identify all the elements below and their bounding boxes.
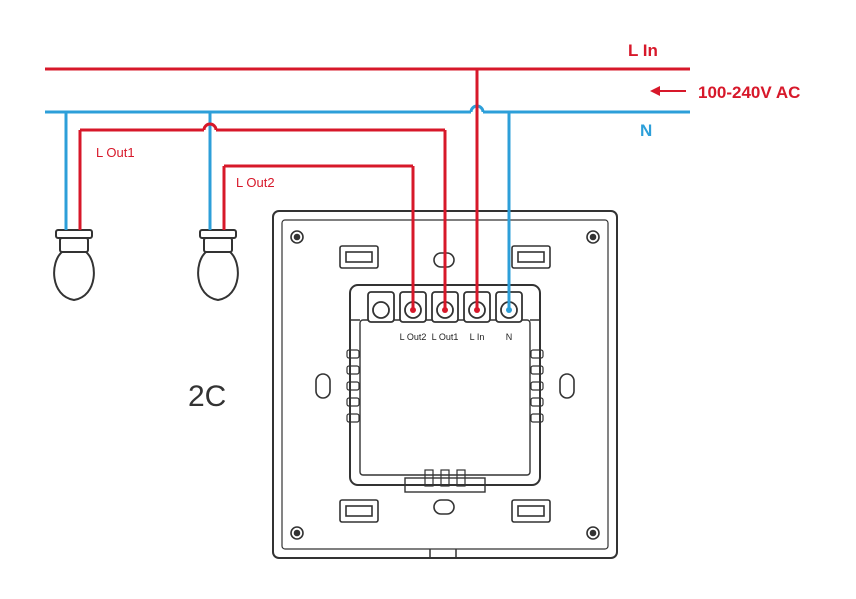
- terminal-labels: L Out2 L Out1 L In N: [400, 332, 513, 342]
- terminal-label-n: N: [506, 332, 513, 342]
- lamp-icon-1: [53, 229, 95, 302]
- label-supply-voltage: 100-240V AC: [698, 83, 800, 102]
- mounting-slots: [315, 252, 575, 515]
- model-label: 2C: [188, 380, 226, 413]
- screw-icons: [290, 230, 600, 540]
- neutral-wires: [45, 104, 690, 310]
- terminal-label-l-out1: L Out1: [432, 332, 459, 342]
- terminal-label-l-in: L In: [470, 332, 485, 342]
- label-l-out1: L Out1: [96, 145, 135, 160]
- live-wires: [45, 67, 690, 310]
- label-l-out2: L Out2: [236, 175, 275, 190]
- arrow-left-icon: [650, 86, 660, 96]
- terminal-label-l-out2: L Out2: [400, 332, 427, 342]
- lamp-icon-2: [197, 229, 239, 302]
- terminal-wire-ends: [410, 307, 512, 313]
- label-neutral: N: [640, 121, 652, 140]
- mounting-clips: [339, 245, 551, 523]
- label-l-in: L In: [628, 41, 658, 60]
